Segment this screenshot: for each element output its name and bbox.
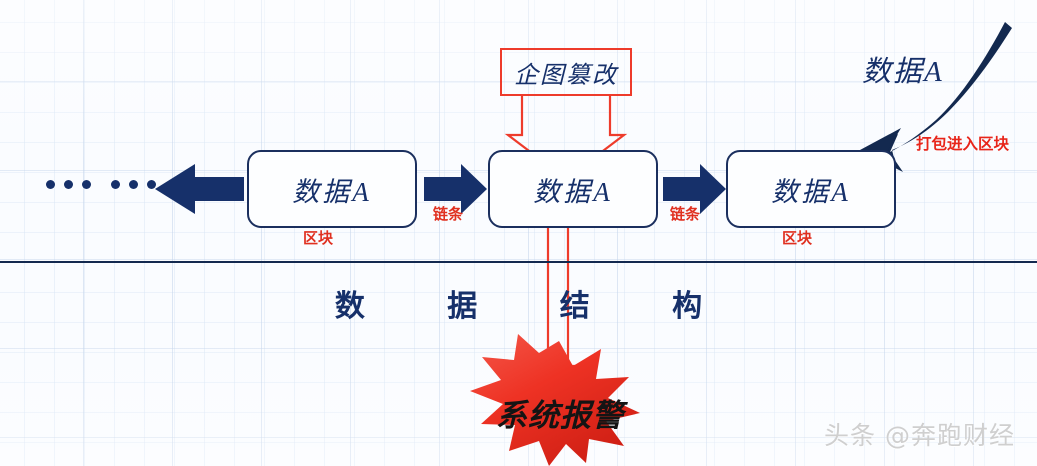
chain-arrow-middle	[424, 164, 487, 214]
chain-label-2: 链条	[670, 205, 701, 223]
block-node-1-text: 数据A	[292, 176, 372, 207]
section-divider	[0, 261, 1037, 263]
block-node-2-text: 数据A	[533, 176, 613, 207]
ellipsis-dot	[82, 180, 91, 189]
block-label-3: 区块	[782, 229, 813, 247]
tamper-attempt-box: 企图篡改	[500, 48, 632, 96]
chain-arrow-right	[663, 164, 726, 214]
block-node-3-text: 数据A	[771, 176, 851, 207]
section-title: 数 据 结 构	[334, 289, 739, 324]
ellipsis-dot	[147, 180, 156, 189]
block-node-2: 数据A	[488, 150, 658, 228]
chain-arrow-left	[155, 164, 244, 214]
pack-into-block-label: 打包进入区块	[916, 135, 1010, 153]
alarm-starburst-icon	[470, 334, 640, 466]
system-alarm-text: 系统报警	[496, 398, 624, 434]
ellipsis-dot	[111, 180, 120, 189]
block-label-1: 区块	[303, 229, 334, 247]
incoming-data-label: 数据A	[862, 56, 944, 88]
ellipsis-dot	[64, 180, 73, 189]
block-node-1: 数据A	[247, 150, 417, 228]
ellipsis-dot	[129, 180, 138, 189]
tamper-attempt-text: 企图篡改	[514, 62, 618, 89]
system-alarm: 系统报警	[455, 338, 665, 456]
watermark: 头条 @奔跑财经	[824, 421, 1015, 450]
ellipsis-dot	[46, 180, 55, 189]
chain-continues-ellipsis	[46, 180, 165, 189]
block-node-3: 数据A	[726, 150, 896, 228]
chain-label-1: 链条	[433, 205, 464, 223]
